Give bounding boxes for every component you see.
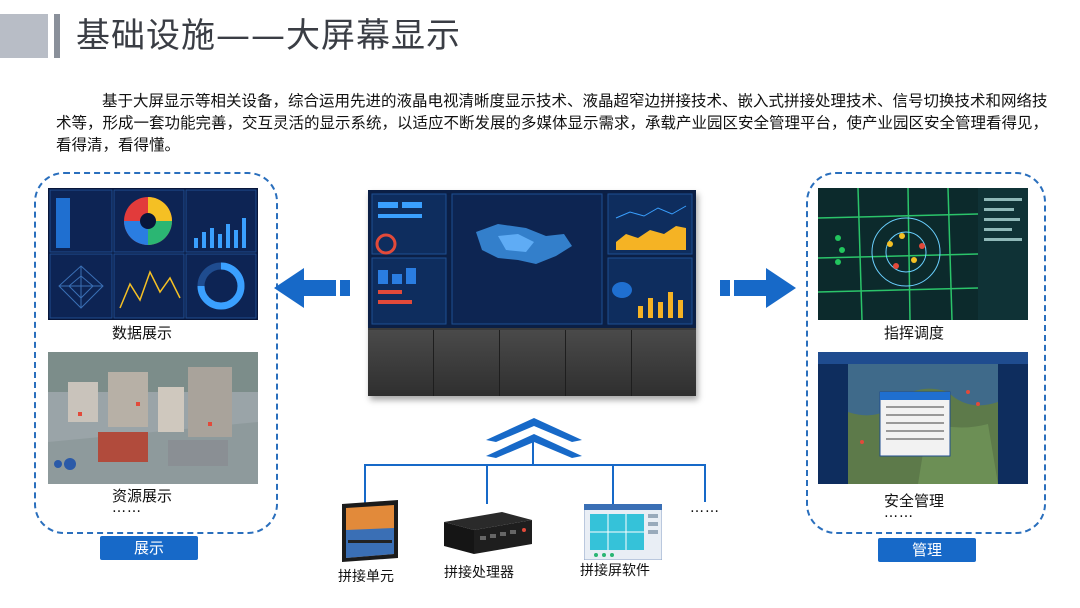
data-display-thumbnail <box>48 188 258 320</box>
splicing-processor-caption: 拼接处理器 <box>444 565 514 581</box>
safety-management-thumbnail <box>818 352 1028 484</box>
chevron-up-icon <box>486 418 582 458</box>
connector-drop-3 <box>612 464 614 504</box>
connector-trunk <box>532 442 534 466</box>
command-dispatch-thumbnail <box>818 188 1028 320</box>
title-decoration-block <box>0 14 48 58</box>
resource-display-thumbnail <box>48 352 258 484</box>
command-map-image <box>818 188 1028 320</box>
splicing-unit-caption: 拼接单元 <box>338 569 394 585</box>
devices-ellipsis: …… <box>690 500 720 516</box>
video-wall <box>368 190 696 396</box>
management-ellipsis: …… <box>884 505 914 521</box>
arrow-right-icon <box>720 268 796 308</box>
title-decoration-line <box>54 14 60 58</box>
connector-bus <box>364 464 706 466</box>
connector-drop-4 <box>704 464 706 502</box>
display-button[interactable]: 展示 <box>100 536 198 560</box>
display-group <box>34 172 278 534</box>
management-button[interactable]: 管理 <box>878 538 976 562</box>
safety-map-image <box>818 352 1028 484</box>
arrow-left-icon <box>274 268 350 308</box>
dashboard-image <box>48 188 258 320</box>
management-group <box>806 172 1046 534</box>
dashboard-screen-image <box>368 190 696 328</box>
connector-drop-1 <box>364 464 366 504</box>
splicing-software-caption: 拼接屏软件 <box>580 563 650 579</box>
video-wall-lower-screens <box>368 330 696 396</box>
3d-city-image <box>48 352 258 484</box>
splicing-software-icon <box>584 504 662 560</box>
connector-drop-2 <box>486 464 488 504</box>
display-ellipsis: …… <box>112 500 142 516</box>
page-title: 基础设施——大屏幕显示 <box>76 16 461 56</box>
splicing-processor-icon <box>444 512 532 554</box>
resource-display-caption: 资源展示 <box>112 487 173 505</box>
safety-management-caption: 安全管理 <box>884 492 945 510</box>
command-dispatch-caption: 指挥调度 <box>884 324 945 342</box>
intro-paragraph: 基于大屏显示等相关设备，综合运用先进的液晶电视清晰度显示技术、液晶超窄边拼接技术… <box>56 92 1049 154</box>
video-wall-dashboard <box>368 190 696 328</box>
data-display-caption: 数据展示 <box>112 324 173 342</box>
splicing-unit-icon <box>342 500 398 562</box>
